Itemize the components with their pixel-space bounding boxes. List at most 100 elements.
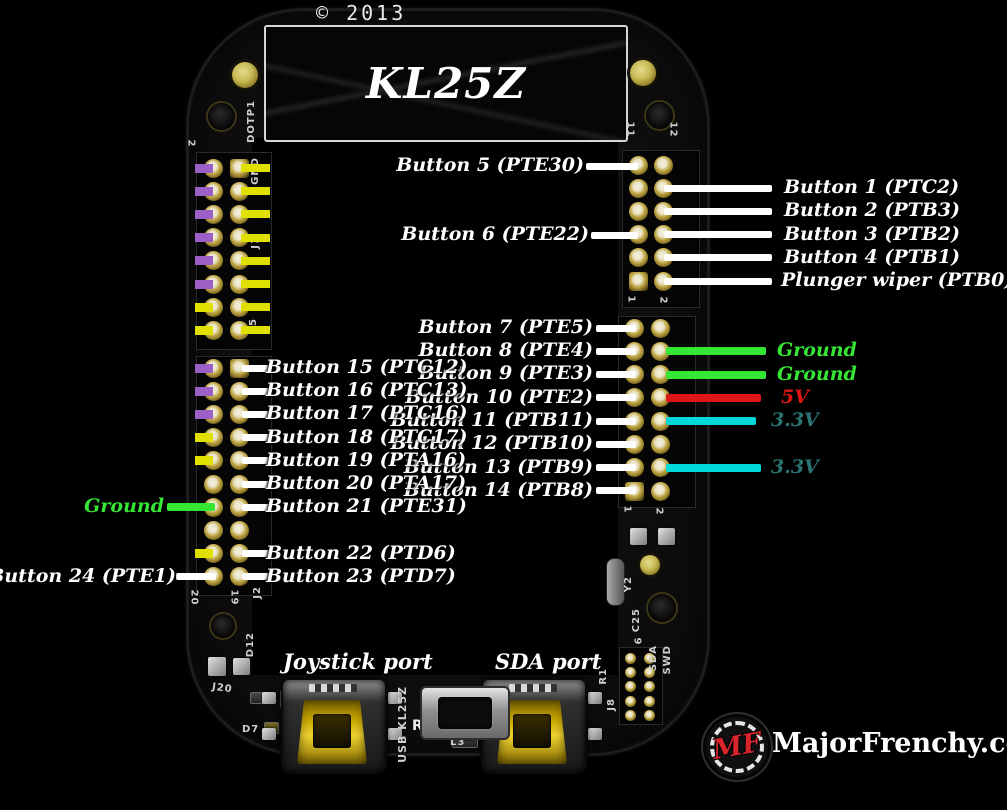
pin-pad [229,274,249,294]
solder-pad [630,528,647,545]
pin-pad [229,474,249,494]
pin-pad [203,320,223,340]
annotation-line [242,434,270,442]
pin-pad [650,365,670,385]
solder-pad [588,692,602,704]
wire-mark [195,302,213,312]
pin-pad [650,481,670,501]
usb-pins [509,684,557,692]
pin-pad [203,158,223,178]
joystick-usb-port[interactable] [281,678,387,774]
wire-stub-yellow [241,233,270,242]
pin-pad [229,567,249,587]
pin-pad [229,428,249,448]
pin-pad [203,404,223,424]
pin-pad [203,544,223,564]
solder-pad [233,658,250,675]
pin-label-button-11: Button 11 (PTB11) [390,409,594,431]
wire-stub-yellow [241,280,270,288]
silkscreen-12: 12 [667,121,679,138]
pin-label-button-13: Button 13 (PTB9) [403,456,593,478]
wire-mark [195,409,213,419]
silkscreen-rm-pin1: 1 [621,505,633,514]
pin-pad [628,155,648,175]
annotation-line [242,364,270,372]
pin-pad [643,681,655,693]
pin-pad [628,225,648,245]
pin-label-button-3: Button 3 (PTB2) [784,223,961,245]
pin-label-button-2: Button 2 (PTB3) [784,199,961,221]
wire-mark [195,163,213,173]
reset-button[interactable] [420,686,510,740]
label-panel [252,138,618,675]
pin-pad [624,710,636,722]
pin-pad [203,358,223,378]
gold-pad [232,62,258,88]
title-block: KL25Z [264,25,628,142]
pin-pad [203,451,223,471]
wire-mark [195,325,213,335]
wire-stub-yellow [241,187,270,196]
annotation-line [596,417,636,425]
sda-port-label: SDA port [495,649,602,674]
annotation-line [586,162,638,170]
pin-pad [628,178,648,198]
usb-pins [309,684,357,692]
pin-pad [203,181,223,201]
annotation-line [242,387,270,395]
annotation-line [664,207,772,215]
pin-pad [229,204,249,224]
pin-pad [229,251,249,271]
silkscreen-rt-pin1: 1 [625,295,637,304]
power-label-ground-2: Ground [777,363,857,385]
silkscreen-sda: SDA [648,645,659,672]
annotation-line [664,184,772,192]
annotation-line [664,277,772,285]
copyright-text: © 2013 [316,1,407,25]
majorfrenchy-logo[interactable]: MF [703,714,771,780]
wire-mark [195,549,213,559]
pin-label-button-15: Button 15 (PTC12) [266,356,468,378]
pin-pad [203,204,223,224]
pin-pad [653,155,673,175]
pin-label-button-24: Button 24 (PTE1) [0,565,176,587]
solder-pad [658,528,675,545]
pin-label-button-1: Button 1 (PTC2) [784,176,960,198]
pin-label-button-23: Button 23 (PTD7) [266,565,456,587]
pin-pad [203,428,223,448]
pin-label-button-19: Button 19 (PTA16) [266,449,467,471]
silkscreen-d12: D12 [245,632,256,658]
silkscreen-9: 9 [631,637,643,646]
gold-pad [640,555,660,575]
pin-pad [643,666,655,678]
pin-pad [229,520,249,540]
annotation-line [176,573,216,581]
power-label-5v: 5V [781,386,809,408]
wire-stub-yellow [241,210,270,219]
pin-pad [203,381,223,401]
pin-label-button-10: Button 10 (PTE2) [405,386,593,408]
wire-stub-yellow [241,303,270,312]
annotation-line [242,480,270,488]
pin-pad [229,181,249,201]
power-line [167,503,215,512]
pin-pad [653,271,673,291]
pin-pad [653,201,673,221]
wire-mark [195,209,213,219]
pin-pad [229,451,249,471]
pin-pad [643,710,655,722]
pin-pad [643,695,655,707]
pin-label-button-18: Button 18 (PTC17) [266,426,468,448]
wire-stub-yellow [241,326,270,335]
silkscreen-usb-kl25z: USB KL25Z [396,686,409,763]
pin-pad [653,248,673,268]
power-label-ground-1: Ground [777,339,857,361]
silkscreen-d7: D7 [242,724,260,735]
pin-pad [624,681,636,693]
annotation-line [242,457,270,465]
mounting-hole [648,594,676,622]
pin-label-button-21: Button 21 (PTE31) [266,495,467,517]
wire-mark [195,386,213,396]
annotation-line [664,231,772,239]
annotation-line [242,550,270,558]
